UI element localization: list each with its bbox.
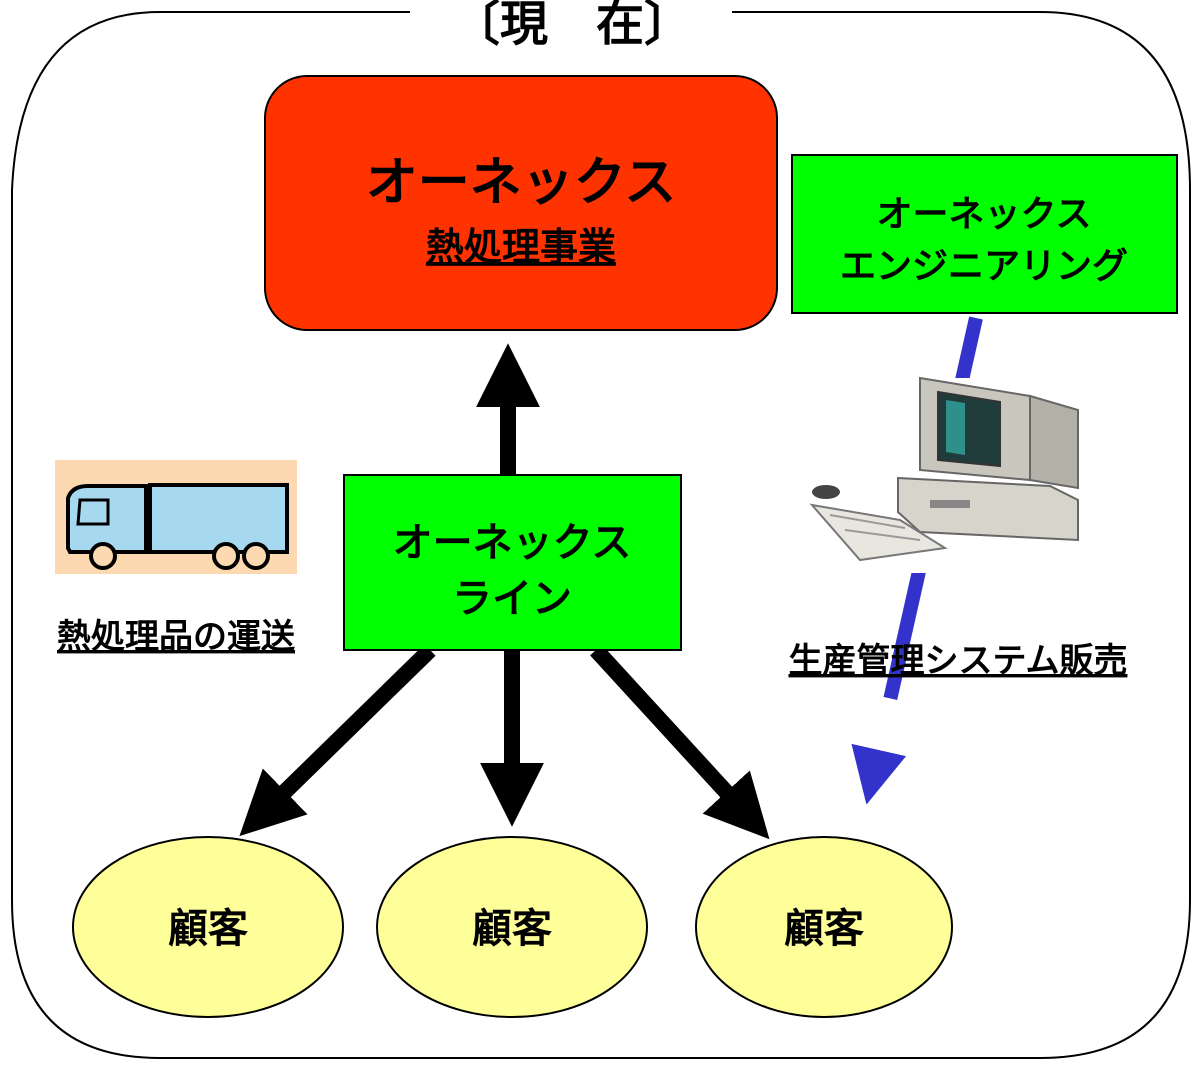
- transport-label: 熱処理品の運送: [57, 617, 295, 657]
- system-sales-label: 生産管理システム販売: [789, 641, 1128, 681]
- truck-icon: [55, 460, 297, 574]
- customer-2-label: 顧客: [472, 906, 552, 952]
- main-box-business: 熱処理事業: [426, 225, 616, 269]
- outer-frame: [11, 11, 1191, 1059]
- line-box-company: オーネックス: [393, 520, 632, 566]
- customer-3: 顧客: [695, 836, 953, 1018]
- engineering-box-company: オーネックス: [877, 194, 1092, 235]
- arrow-line-to-customer-3: [590, 644, 770, 840]
- diagram-title: 〔現 在〕: [452, 0, 692, 52]
- customer-3-label: 顧客: [784, 906, 864, 952]
- line-box: オーネックス ライン: [343, 474, 682, 651]
- main-box: オーネックス 熱処理事業: [264, 75, 778, 331]
- computer-icon: [808, 376, 1079, 573]
- line-box-name: ライン: [452, 576, 572, 622]
- engineering-box: オーネックス エンジニアリング: [791, 154, 1178, 314]
- customer-1: 顧客: [72, 836, 344, 1018]
- customer-1-label: 顧客: [168, 906, 248, 952]
- main-box-company: オーネックス: [366, 153, 676, 213]
- arrow-line-to-customer-1: [239, 644, 436, 837]
- engineering-box-name: エンジニアリング: [840, 246, 1128, 287]
- customer-2: 顧客: [376, 836, 648, 1018]
